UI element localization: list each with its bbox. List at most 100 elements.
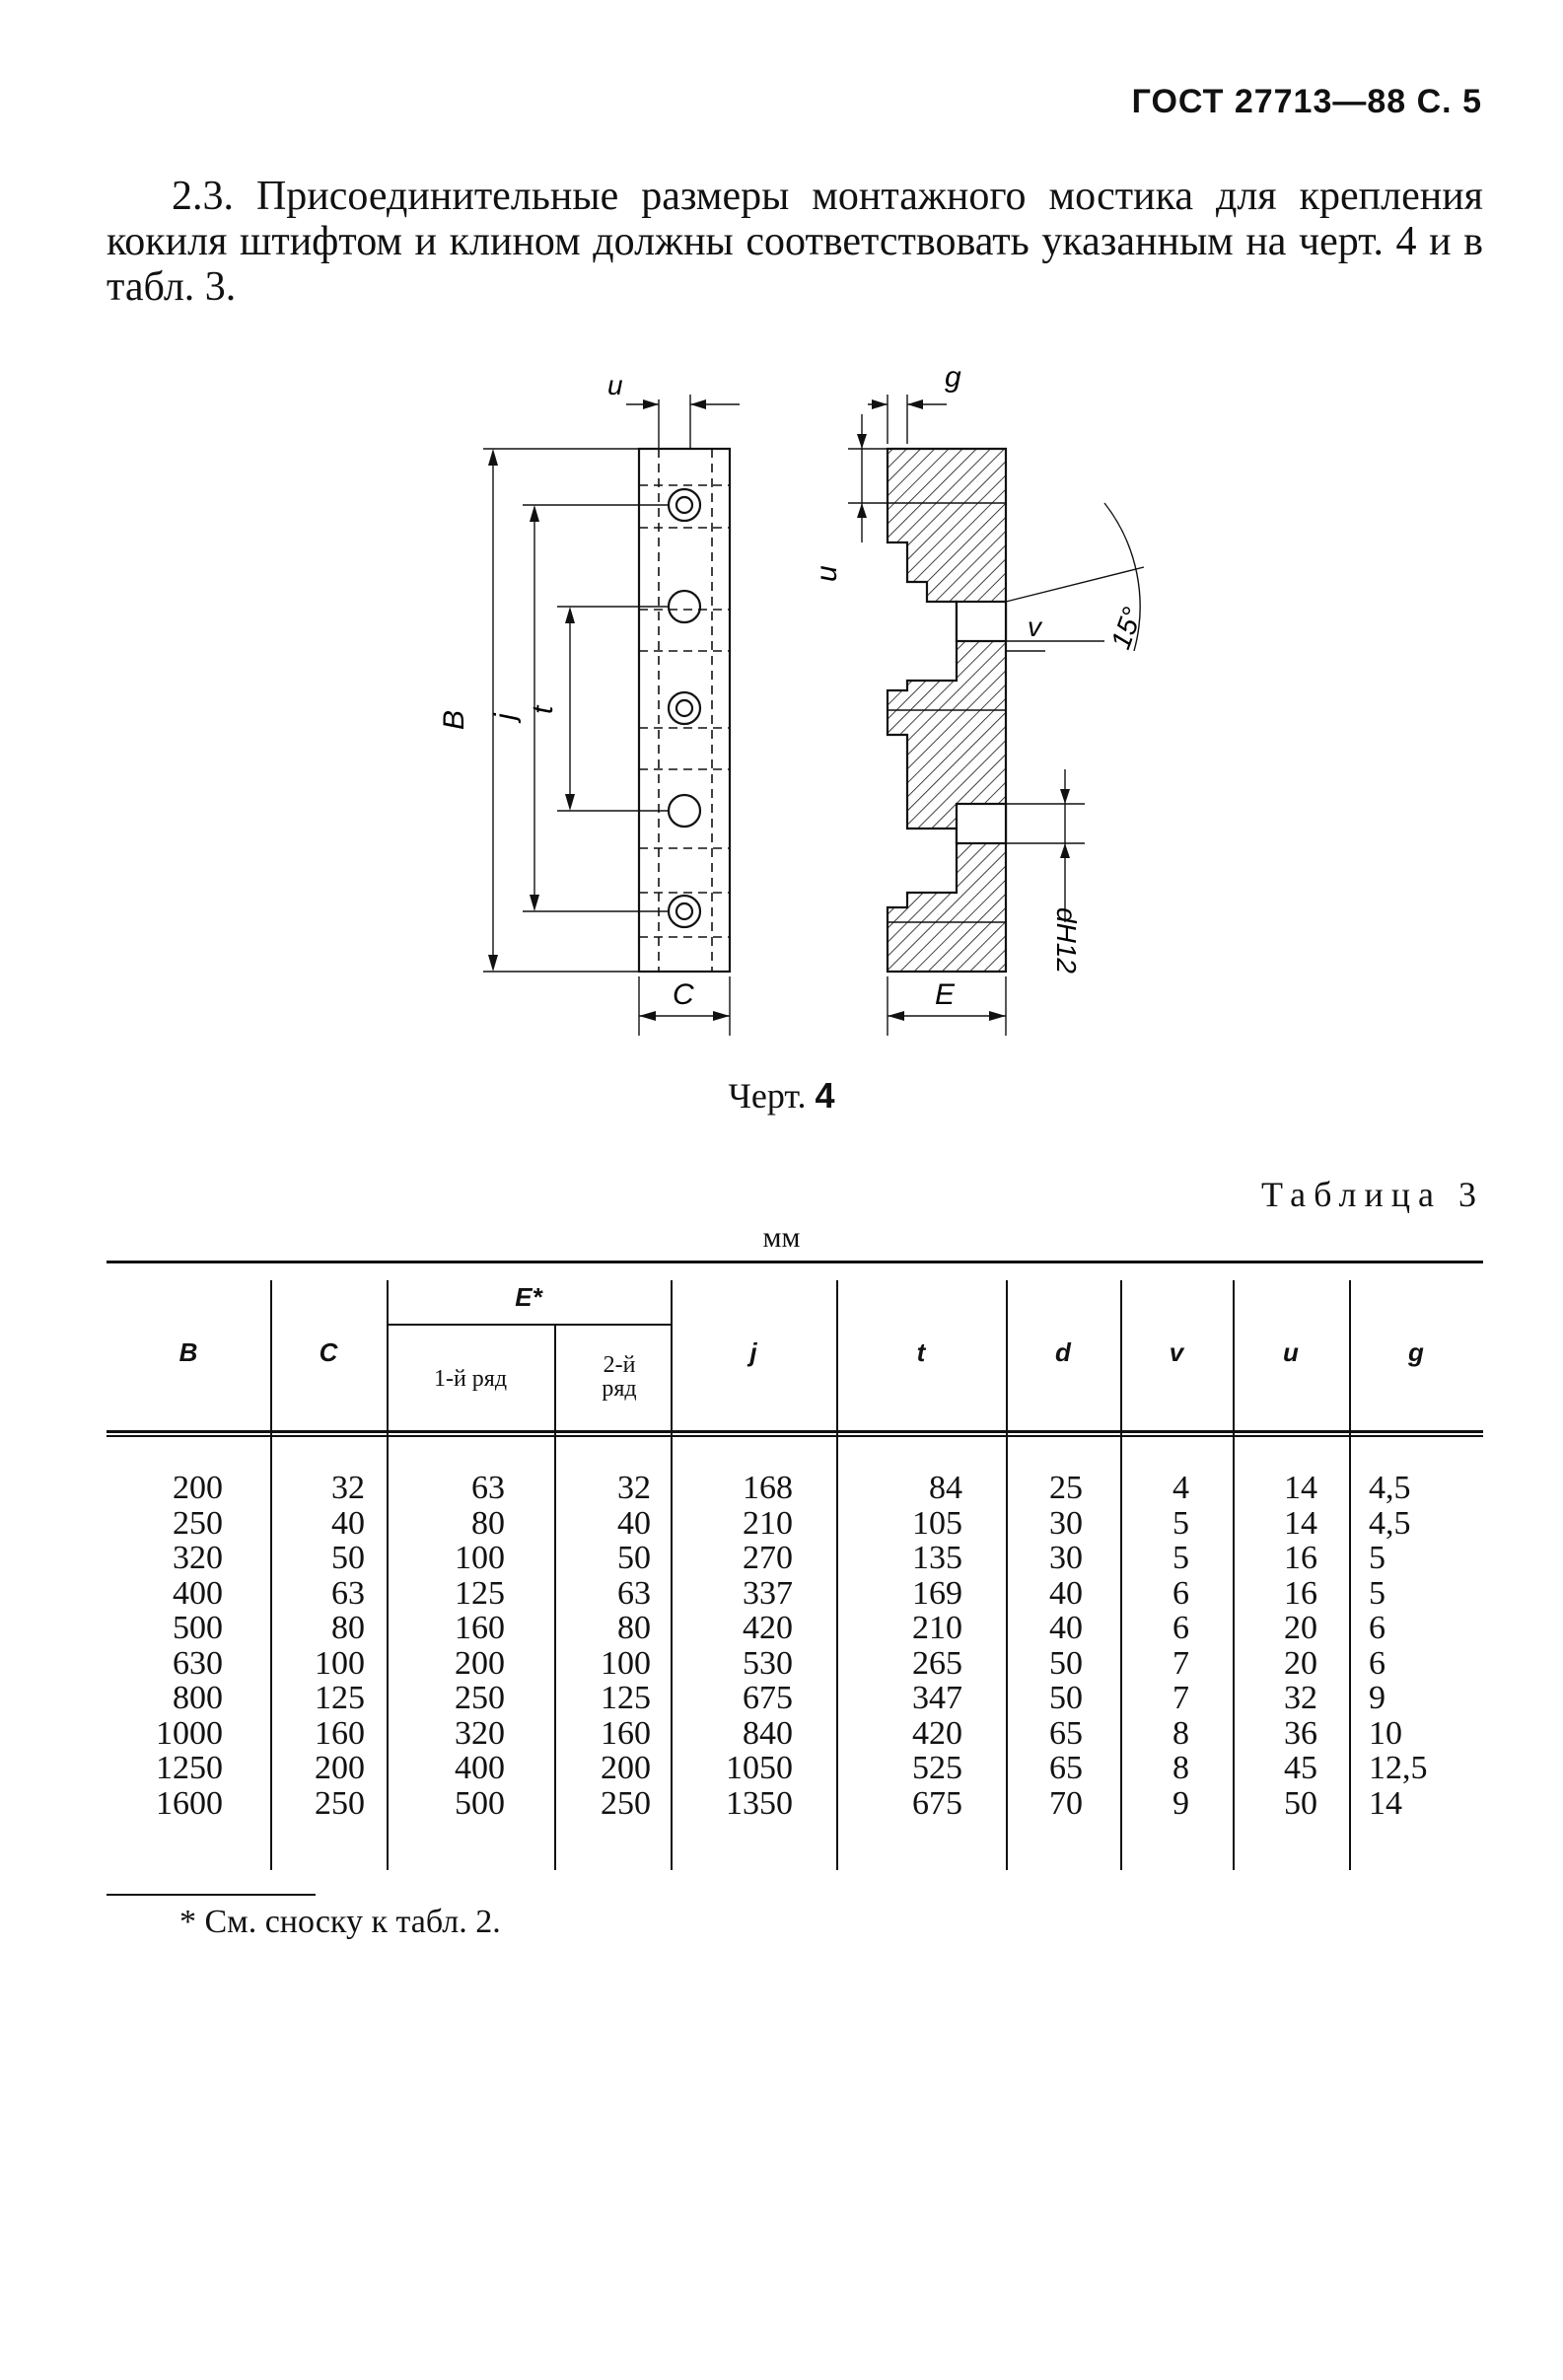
table-cell: 80 [471, 1504, 505, 1542]
table-cell: 4,5 [1369, 1470, 1411, 1506]
table-cell: 70 [1049, 1784, 1083, 1822]
table-cell: 320 [173, 1540, 223, 1576]
col-header-v: v [1169, 1337, 1184, 1367]
table-cell: 160 [601, 1714, 651, 1752]
col-header-d: d [1055, 1337, 1071, 1367]
table-cell: 270 [743, 1540, 793, 1576]
table-cell: 6 [1172, 1574, 1189, 1612]
col-header-g: g [1408, 1337, 1424, 1367]
table-cell: 65 [1049, 1750, 1083, 1786]
table-cell: 6 [1369, 1644, 1385, 1682]
table-cell: 265 [912, 1644, 962, 1682]
table-cell: 5 [1369, 1540, 1385, 1576]
table-cell: 210 [743, 1504, 793, 1542]
col-header-C: C [319, 1337, 338, 1367]
table-cell: 25 [1049, 1470, 1083, 1506]
table-cell: 8 [1172, 1750, 1189, 1786]
col-header-E-row1: 1-й ряд [433, 1366, 508, 1392]
table-cell: 1050 [726, 1750, 793, 1786]
table-cell: 9 [1172, 1784, 1189, 1822]
table-cell: 125 [315, 1680, 365, 1716]
table-cell: 200 [173, 1470, 223, 1506]
label-v: v [1028, 612, 1043, 642]
table-cell: 160 [455, 1610, 505, 1646]
table-cell: 675 [912, 1784, 962, 1822]
drawing-4: u g B j t C u v 15° dH12 E [438, 361, 1148, 1036]
label-E: E [935, 978, 956, 1011]
table-cell: 14 [1369, 1784, 1402, 1822]
label-B: B [438, 710, 470, 730]
label-C: C [673, 978, 694, 1011]
table-cell: 40 [617, 1504, 651, 1542]
table-cell: 320 [455, 1714, 505, 1752]
table-cell: 14 [1284, 1504, 1317, 1542]
table-cell: 250 [315, 1784, 365, 1822]
col-header-E-row2: 2-й ряд [602, 1352, 637, 1402]
table-units: мм [762, 1221, 801, 1254]
table-cell: 80 [331, 1610, 365, 1646]
table-cell: 6 [1369, 1610, 1385, 1646]
label-j: j [489, 712, 522, 724]
table-cell: 840 [743, 1714, 793, 1752]
table-cell: 10 [1369, 1714, 1402, 1752]
table-cell: 630 [173, 1644, 223, 1682]
table-cell: 5 [1172, 1540, 1189, 1576]
table-label: Таблица 3 [1261, 1175, 1484, 1214]
table-cell: 9 [1369, 1680, 1385, 1716]
table-cell: 500 [173, 1610, 223, 1646]
table-cell: 36 [1284, 1714, 1317, 1752]
table-cell: 45 [1284, 1750, 1317, 1786]
table-cell: 347 [912, 1680, 962, 1716]
col-header-B: B [178, 1337, 198, 1367]
table-cell: 250 [601, 1784, 651, 1822]
table-cell: 200 [315, 1750, 365, 1786]
table-cell: 32 [1284, 1680, 1317, 1716]
col-header-t: t [916, 1337, 926, 1367]
table-cell: 210 [912, 1610, 962, 1646]
table-cell: 200 [455, 1644, 505, 1682]
table-cell: 12,5 [1369, 1750, 1428, 1786]
table-cell: 800 [173, 1680, 223, 1716]
table-cell: 16 [1284, 1574, 1317, 1612]
table-cell: 168 [743, 1470, 793, 1506]
table-cell: 675 [743, 1680, 793, 1716]
table-cell: 250 [173, 1504, 223, 1542]
table-cell: 32 [617, 1470, 651, 1506]
table-cell: 32 [331, 1470, 365, 1506]
col-header-j: j [749, 1337, 757, 1367]
table-cell: 7 [1172, 1644, 1189, 1682]
page-header: ГОСТ 27713—88 С. 5 [1131, 83, 1482, 120]
table-cell: 30 [1049, 1540, 1083, 1576]
label-u-side: u [811, 565, 843, 582]
plan-view [483, 395, 740, 1036]
label-u-top: u [607, 370, 623, 400]
table-cell: 14 [1284, 1470, 1317, 1506]
col-header-u: u [1283, 1337, 1299, 1367]
col-header-E: E* [515, 1282, 542, 1312]
table-cell: 16 [1284, 1540, 1317, 1576]
table-cell: 6 [1172, 1610, 1189, 1646]
table-cell: 100 [455, 1540, 505, 1576]
footnote-rule [107, 1894, 316, 1896]
footnote: * См. сноску к табл. 2. [179, 1904, 501, 1940]
table-cell: 525 [912, 1750, 962, 1786]
table-cell: 105 [912, 1504, 962, 1542]
table-cell: 125 [455, 1574, 505, 1612]
table-cell: 1600 [156, 1784, 223, 1822]
table-cell: 4 [1172, 1470, 1189, 1506]
table-cell: 200 [601, 1750, 651, 1786]
drawing-caption: Черт. 4 [728, 1075, 835, 1116]
table-cell: 20 [1284, 1644, 1317, 1682]
label-g-top: g [945, 361, 961, 394]
table-cell: 40 [1049, 1610, 1083, 1646]
table-cell: 400 [173, 1574, 223, 1612]
table-cell: 40 [1049, 1574, 1083, 1612]
